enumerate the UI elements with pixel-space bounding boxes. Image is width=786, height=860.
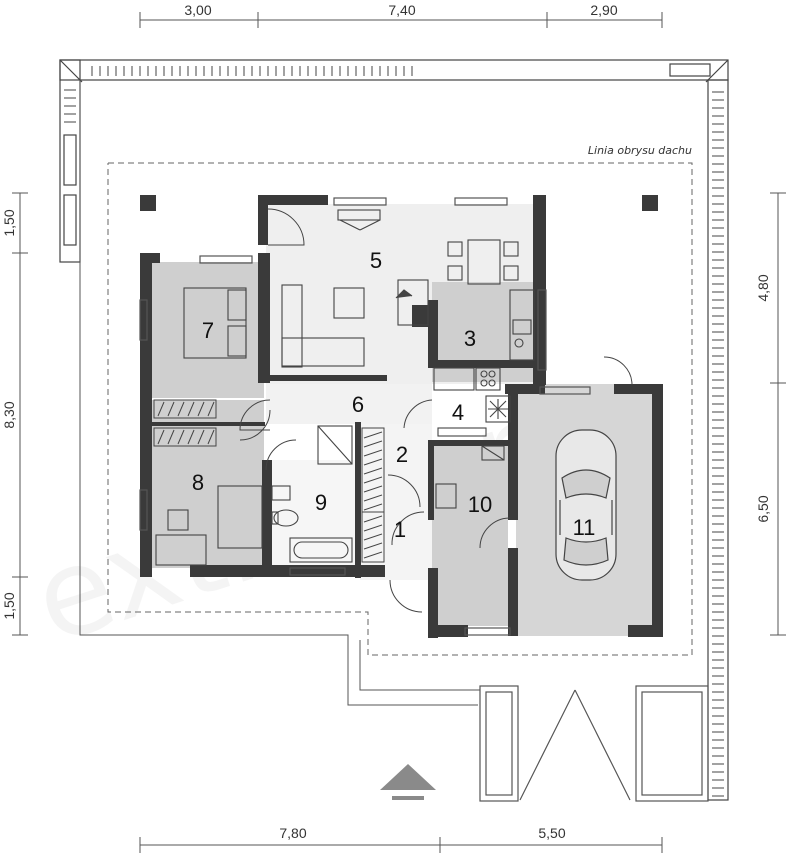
dim-top-2: 7,40	[388, 2, 415, 18]
room-label-3: 3	[464, 326, 476, 351]
terrace-outline	[79, 80, 480, 706]
garage-carport	[479, 685, 709, 802]
living-room-furniture	[281, 209, 429, 368]
dim-bottom-1: 7,80	[279, 825, 306, 841]
boiler-room-fittings	[435, 445, 505, 509]
car-icon	[555, 429, 617, 581]
columns	[140, 195, 658, 211]
dim-left-3: 1,50	[1, 592, 17, 619]
dim-right-1: 4,80	[755, 274, 771, 301]
dim-top-1: 3,00	[184, 2, 211, 18]
kitchen-fittings	[433, 289, 535, 391]
wardrobes	[153, 399, 385, 563]
right-dimension-line	[770, 192, 786, 636]
entrance-arrow-icon	[380, 764, 436, 800]
bottom-dimension-line	[139, 837, 663, 853]
room-label-4: 4	[452, 400, 464, 425]
bedroom-8-furniture	[155, 485, 263, 566]
top-dimension-line	[139, 12, 663, 28]
dim-bottom-2: 5,50	[538, 825, 565, 841]
room-label-2: 2	[396, 442, 408, 467]
room-label-7: 7	[202, 318, 214, 343]
roof-outline-label: Linia obrysu dachu	[588, 144, 692, 157]
room-label-9: 9	[315, 490, 327, 515]
left-dimension-line	[12, 192, 28, 636]
room-label-11: 11	[573, 515, 596, 540]
room-floors	[150, 204, 656, 636]
bedroom-7-bed	[183, 287, 247, 359]
room-labels: 1 2 3 4 5 6 7 8 9 10 11	[192, 248, 596, 542]
roof-outline	[107, 162, 693, 656]
room-label-6: 6	[352, 392, 364, 417]
dim-left-2: 8,30	[1, 401, 17, 428]
room-label-5: 5	[370, 248, 382, 273]
bathroom-fixtures	[271, 425, 353, 563]
room-label-10: 10	[468, 492, 492, 517]
windows	[139, 197, 591, 636]
dim-left-1: 1,50	[1, 209, 17, 236]
dim-right-2: 6,50	[755, 495, 771, 522]
doors	[239, 208, 633, 613]
dim-top-3: 2,90	[590, 2, 617, 18]
dining-table	[447, 239, 519, 285]
utility-room-fittings	[437, 395, 511, 437]
walls	[140, 195, 663, 638]
room-label-1: 1	[394, 517, 406, 542]
room-label-8: 8	[192, 470, 204, 495]
rafter-ticks	[64, 66, 724, 797]
